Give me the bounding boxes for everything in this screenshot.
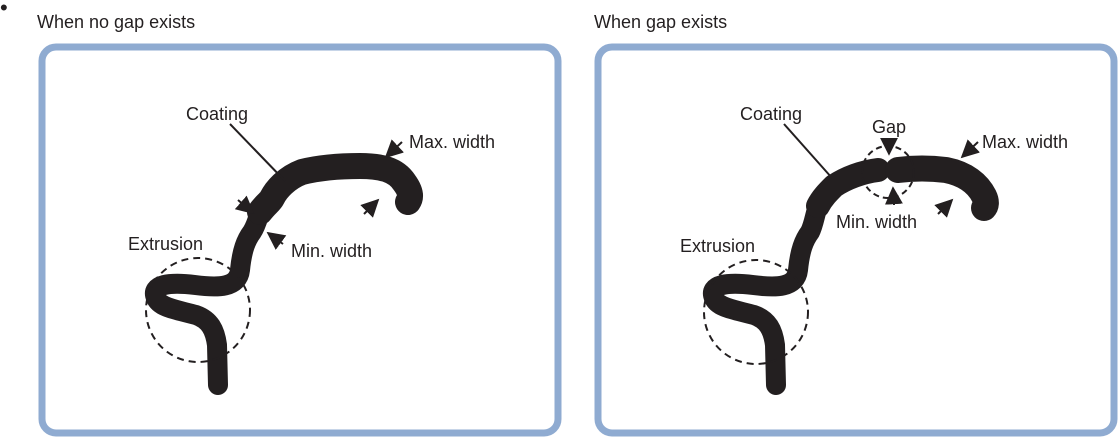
panel-gap: Coating Gap Max. width Min. width Extrus… (594, 43, 1118, 437)
coating-bead (145, 153, 424, 395)
label-max-width: Max. width (409, 132, 495, 152)
extrusion-circle (145, 257, 251, 363)
max-width-arrow-bottom (934, 198, 954, 218)
max-width-arrow-top (384, 139, 404, 159)
panel-no-gap: Coating Max. width Min. width Extrusion (38, 43, 562, 437)
panel-heading-no-gap: When no gap exists (37, 12, 196, 32)
min-width-arrow (884, 186, 903, 206)
label-gap: Gap (872, 117, 906, 137)
bullet-marker: • (0, 0, 8, 20)
panel-frame-gap (594, 43, 1118, 437)
label-extrusion: Extrusion (680, 236, 755, 256)
panel-heading-gap: When gap exists (594, 12, 728, 32)
label-coating: Coating (740, 104, 802, 124)
coating-bead (703, 155, 999, 395)
coating-leader-line (783, 123, 833, 179)
panel-frame-no-gap (38, 43, 562, 437)
extrusion-circle (703, 259, 809, 365)
label-max-width: Max. width (982, 132, 1068, 152)
min-width-arrow-bottom (266, 231, 287, 250)
label-coating: Coating (186, 104, 248, 124)
max-width-arrow-bottom (360, 198, 380, 218)
min-width-arrow-top (234, 195, 255, 215)
label-min-width: Min. width (291, 241, 372, 261)
label-extrusion: Extrusion (128, 234, 203, 254)
coating-leader-line (229, 123, 286, 182)
label-min-width: Min. width (836, 212, 917, 232)
max-width-arrow-top (960, 139, 980, 159)
